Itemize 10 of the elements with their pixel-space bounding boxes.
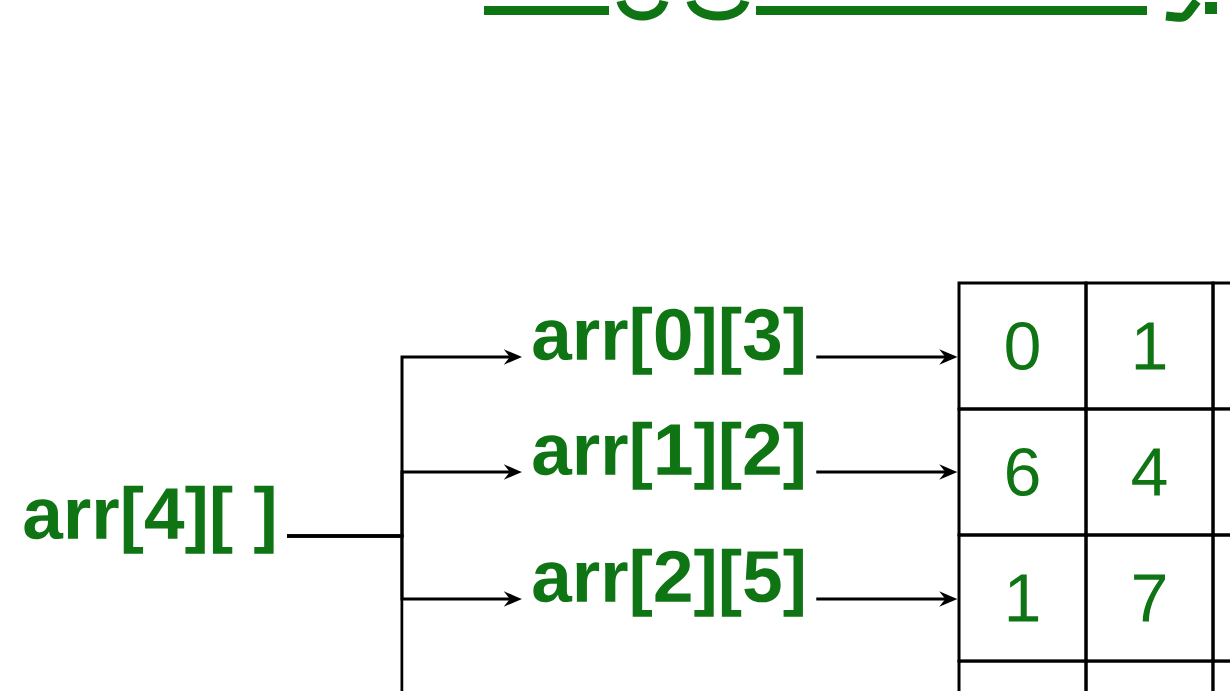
array-label: arr[1][2] bbox=[533, 421, 803, 490]
array-cell: 1 bbox=[957, 533, 1088, 663]
array-label: arr[4][ ] bbox=[24, 485, 274, 554]
array-cell: 7 bbox=[1084, 533, 1215, 663]
array-cell: 6 bbox=[957, 407, 1088, 537]
array-label: arr[2][5] bbox=[533, 548, 803, 617]
array-cell: 0 bbox=[957, 281, 1088, 411]
array-label: arr[0][3] bbox=[533, 306, 803, 375]
array-cell: 1 bbox=[1084, 281, 1215, 411]
array-cell: 4 bbox=[1084, 407, 1215, 537]
